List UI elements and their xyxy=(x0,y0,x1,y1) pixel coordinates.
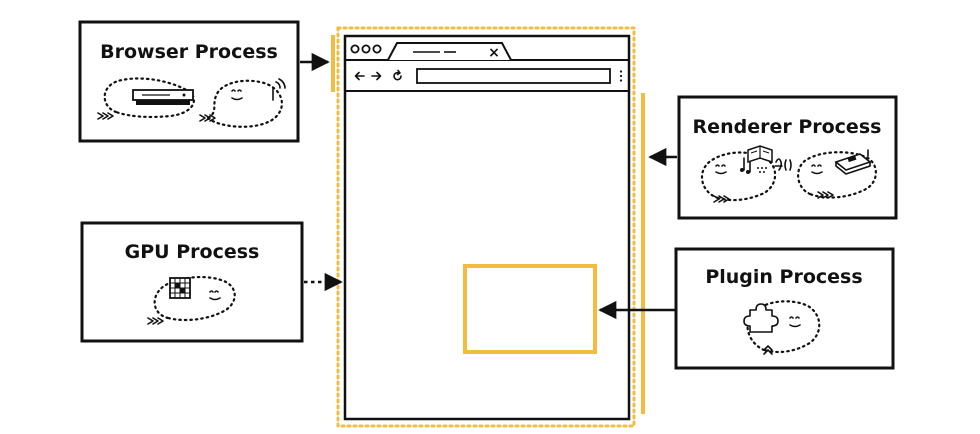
renderer-content-scope-bar xyxy=(641,93,645,414)
browser-process-box: Browser Process xyxy=(78,20,300,143)
tab-close-icon[interactable]: × xyxy=(488,45,500,61)
pixel-dots-icon xyxy=(757,167,767,173)
direction-arrow-icon xyxy=(147,317,164,325)
antenna-icon xyxy=(272,78,286,101)
face-icon xyxy=(789,316,801,328)
computer-icon xyxy=(132,89,194,105)
renderer-worker-left xyxy=(701,145,792,203)
address-bar[interactable] xyxy=(416,68,611,84)
face-icon xyxy=(231,89,243,101)
browser-ui-scope-bar xyxy=(331,35,335,92)
plugin-process-frame xyxy=(674,247,895,370)
gpu-process-frame xyxy=(80,221,304,343)
direction-arrow-icon xyxy=(817,191,834,199)
back-arrow-icon[interactable] xyxy=(354,71,365,81)
browser-window-frame xyxy=(343,34,631,421)
window-control-minimize-icon[interactable] xyxy=(361,44,371,54)
direction-arrow-icon xyxy=(713,195,730,203)
gpu-worker xyxy=(147,275,236,325)
plugin-content-area xyxy=(463,264,597,354)
music-note-icon xyxy=(740,157,751,174)
browser-worker-left xyxy=(97,77,195,120)
plugin-process-box: Plugin Process xyxy=(674,247,895,370)
direction-arrow-icon xyxy=(199,114,216,122)
renderer-process-box: Renderer Process xyxy=(677,95,898,220)
function-symbol-icon xyxy=(774,158,792,171)
face-icon xyxy=(209,290,221,301)
forward-arrow-icon[interactable] xyxy=(371,71,382,81)
renderer-worker-right xyxy=(797,149,877,199)
gpu-process-label: GPU Process xyxy=(125,241,260,263)
browser-process-label: Browser Process xyxy=(100,41,278,63)
renderer-process-label: Renderer Process xyxy=(693,116,882,138)
plugin-worker xyxy=(743,300,821,355)
browser-process-frame xyxy=(78,20,300,143)
direction-arrow-icon xyxy=(97,112,114,120)
kebab-menu-icon[interactable] xyxy=(619,70,623,82)
plugin-process-label: Plugin Process xyxy=(705,266,862,288)
puzzle-piece-icon xyxy=(743,303,779,333)
reload-icon[interactable] xyxy=(393,69,402,81)
face-icon xyxy=(715,164,727,175)
face-icon xyxy=(811,164,823,175)
window-control-maximize-icon[interactable] xyxy=(372,44,382,54)
window-control-close-icon[interactable] xyxy=(350,44,360,54)
grid-icon xyxy=(169,277,191,299)
gpu-process-box: GPU Process xyxy=(80,221,304,343)
browser-window: × xyxy=(336,26,636,428)
direction-arrow-icon xyxy=(763,345,773,355)
browser-worker-right xyxy=(199,78,286,128)
book-icon xyxy=(747,145,773,164)
browser-process-scope-outline xyxy=(336,26,636,428)
device-icon xyxy=(834,149,872,175)
